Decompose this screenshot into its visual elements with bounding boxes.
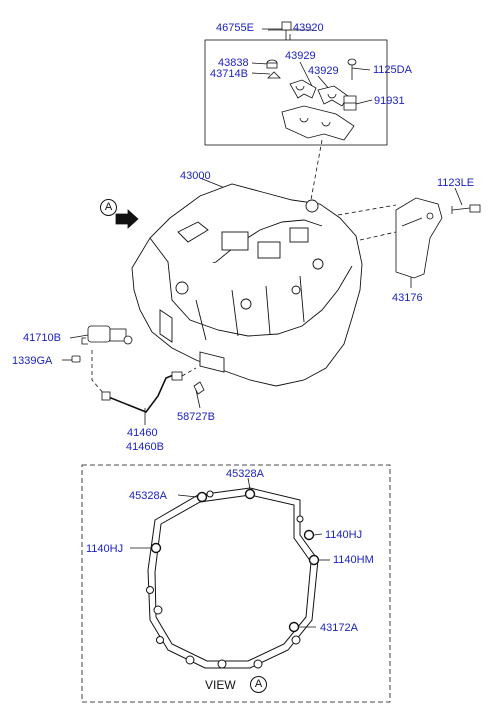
label-1140hj-left: 1140HJ bbox=[86, 543, 124, 555]
pin-1140hj-right bbox=[303, 529, 315, 541]
label-41460b: 41460B bbox=[126, 441, 164, 453]
label-43929-b: 43929 bbox=[308, 65, 339, 77]
pin-45328a-top bbox=[244, 488, 256, 500]
pin-1140hm bbox=[308, 554, 320, 566]
nut-43838 bbox=[266, 59, 278, 69]
label-41460: 41460 bbox=[127, 427, 158, 439]
label-1339ga: 1339GA bbox=[12, 355, 53, 367]
actuator-41710b bbox=[81, 325, 133, 345]
bolt-1125da bbox=[347, 58, 357, 80]
clip-43714b bbox=[267, 71, 281, 79]
bracket-43920-lower bbox=[281, 105, 355, 141]
bracket-43929-a bbox=[289, 79, 317, 99]
label-43000: 43000 bbox=[180, 170, 211, 182]
view-ref-a-top: A bbox=[100, 199, 117, 216]
label-45328a-top: 45328A bbox=[226, 468, 264, 480]
label-45328a-left: 45328A bbox=[129, 490, 167, 502]
label-58727b: 58727B bbox=[177, 411, 215, 423]
hose-41460 bbox=[91, 350, 197, 413]
label-41710b: 41710B bbox=[23, 332, 61, 344]
fitting-1339ga bbox=[71, 355, 81, 363]
view-a-frame bbox=[81, 464, 391, 703]
bolt-1123le bbox=[451, 204, 481, 214]
bracket-group-box bbox=[204, 39, 388, 146]
bolt-46755e bbox=[281, 21, 292, 40]
label-1140hm: 1140HM bbox=[333, 554, 374, 566]
transmission-43000 bbox=[131, 183, 363, 387]
label-1140hj-right: 1140HJ bbox=[325, 529, 363, 541]
label-43714b: 43714B bbox=[210, 68, 248, 80]
pin-43172a bbox=[288, 621, 300, 633]
label-43172a: 43172A bbox=[320, 622, 358, 634]
view-ref-a-bottom: A bbox=[250, 676, 267, 693]
clip-58727b bbox=[193, 381, 205, 395]
bracket-43176 bbox=[395, 197, 443, 279]
label-46755e: 46755E bbox=[216, 22, 254, 34]
label-1123le: 1123LE bbox=[437, 177, 475, 189]
label-43929-a: 43929 bbox=[285, 50, 316, 62]
pin-1140hj-left bbox=[150, 542, 162, 554]
label-1125da: 1125DA bbox=[373, 64, 412, 76]
gasket-43172a bbox=[146, 487, 319, 669]
label-43838: 43838 bbox=[218, 57, 249, 69]
label-43920: 43920 bbox=[293, 22, 324, 34]
label-43176: 43176 bbox=[392, 292, 423, 304]
bracket-43929-b bbox=[317, 85, 349, 107]
view-arrow-a bbox=[115, 209, 139, 229]
pin-45328a-left bbox=[196, 491, 208, 503]
bracket-91931 bbox=[343, 95, 357, 111]
label-91931: 91931 bbox=[374, 95, 405, 107]
view-caption: VIEW bbox=[205, 678, 236, 692]
